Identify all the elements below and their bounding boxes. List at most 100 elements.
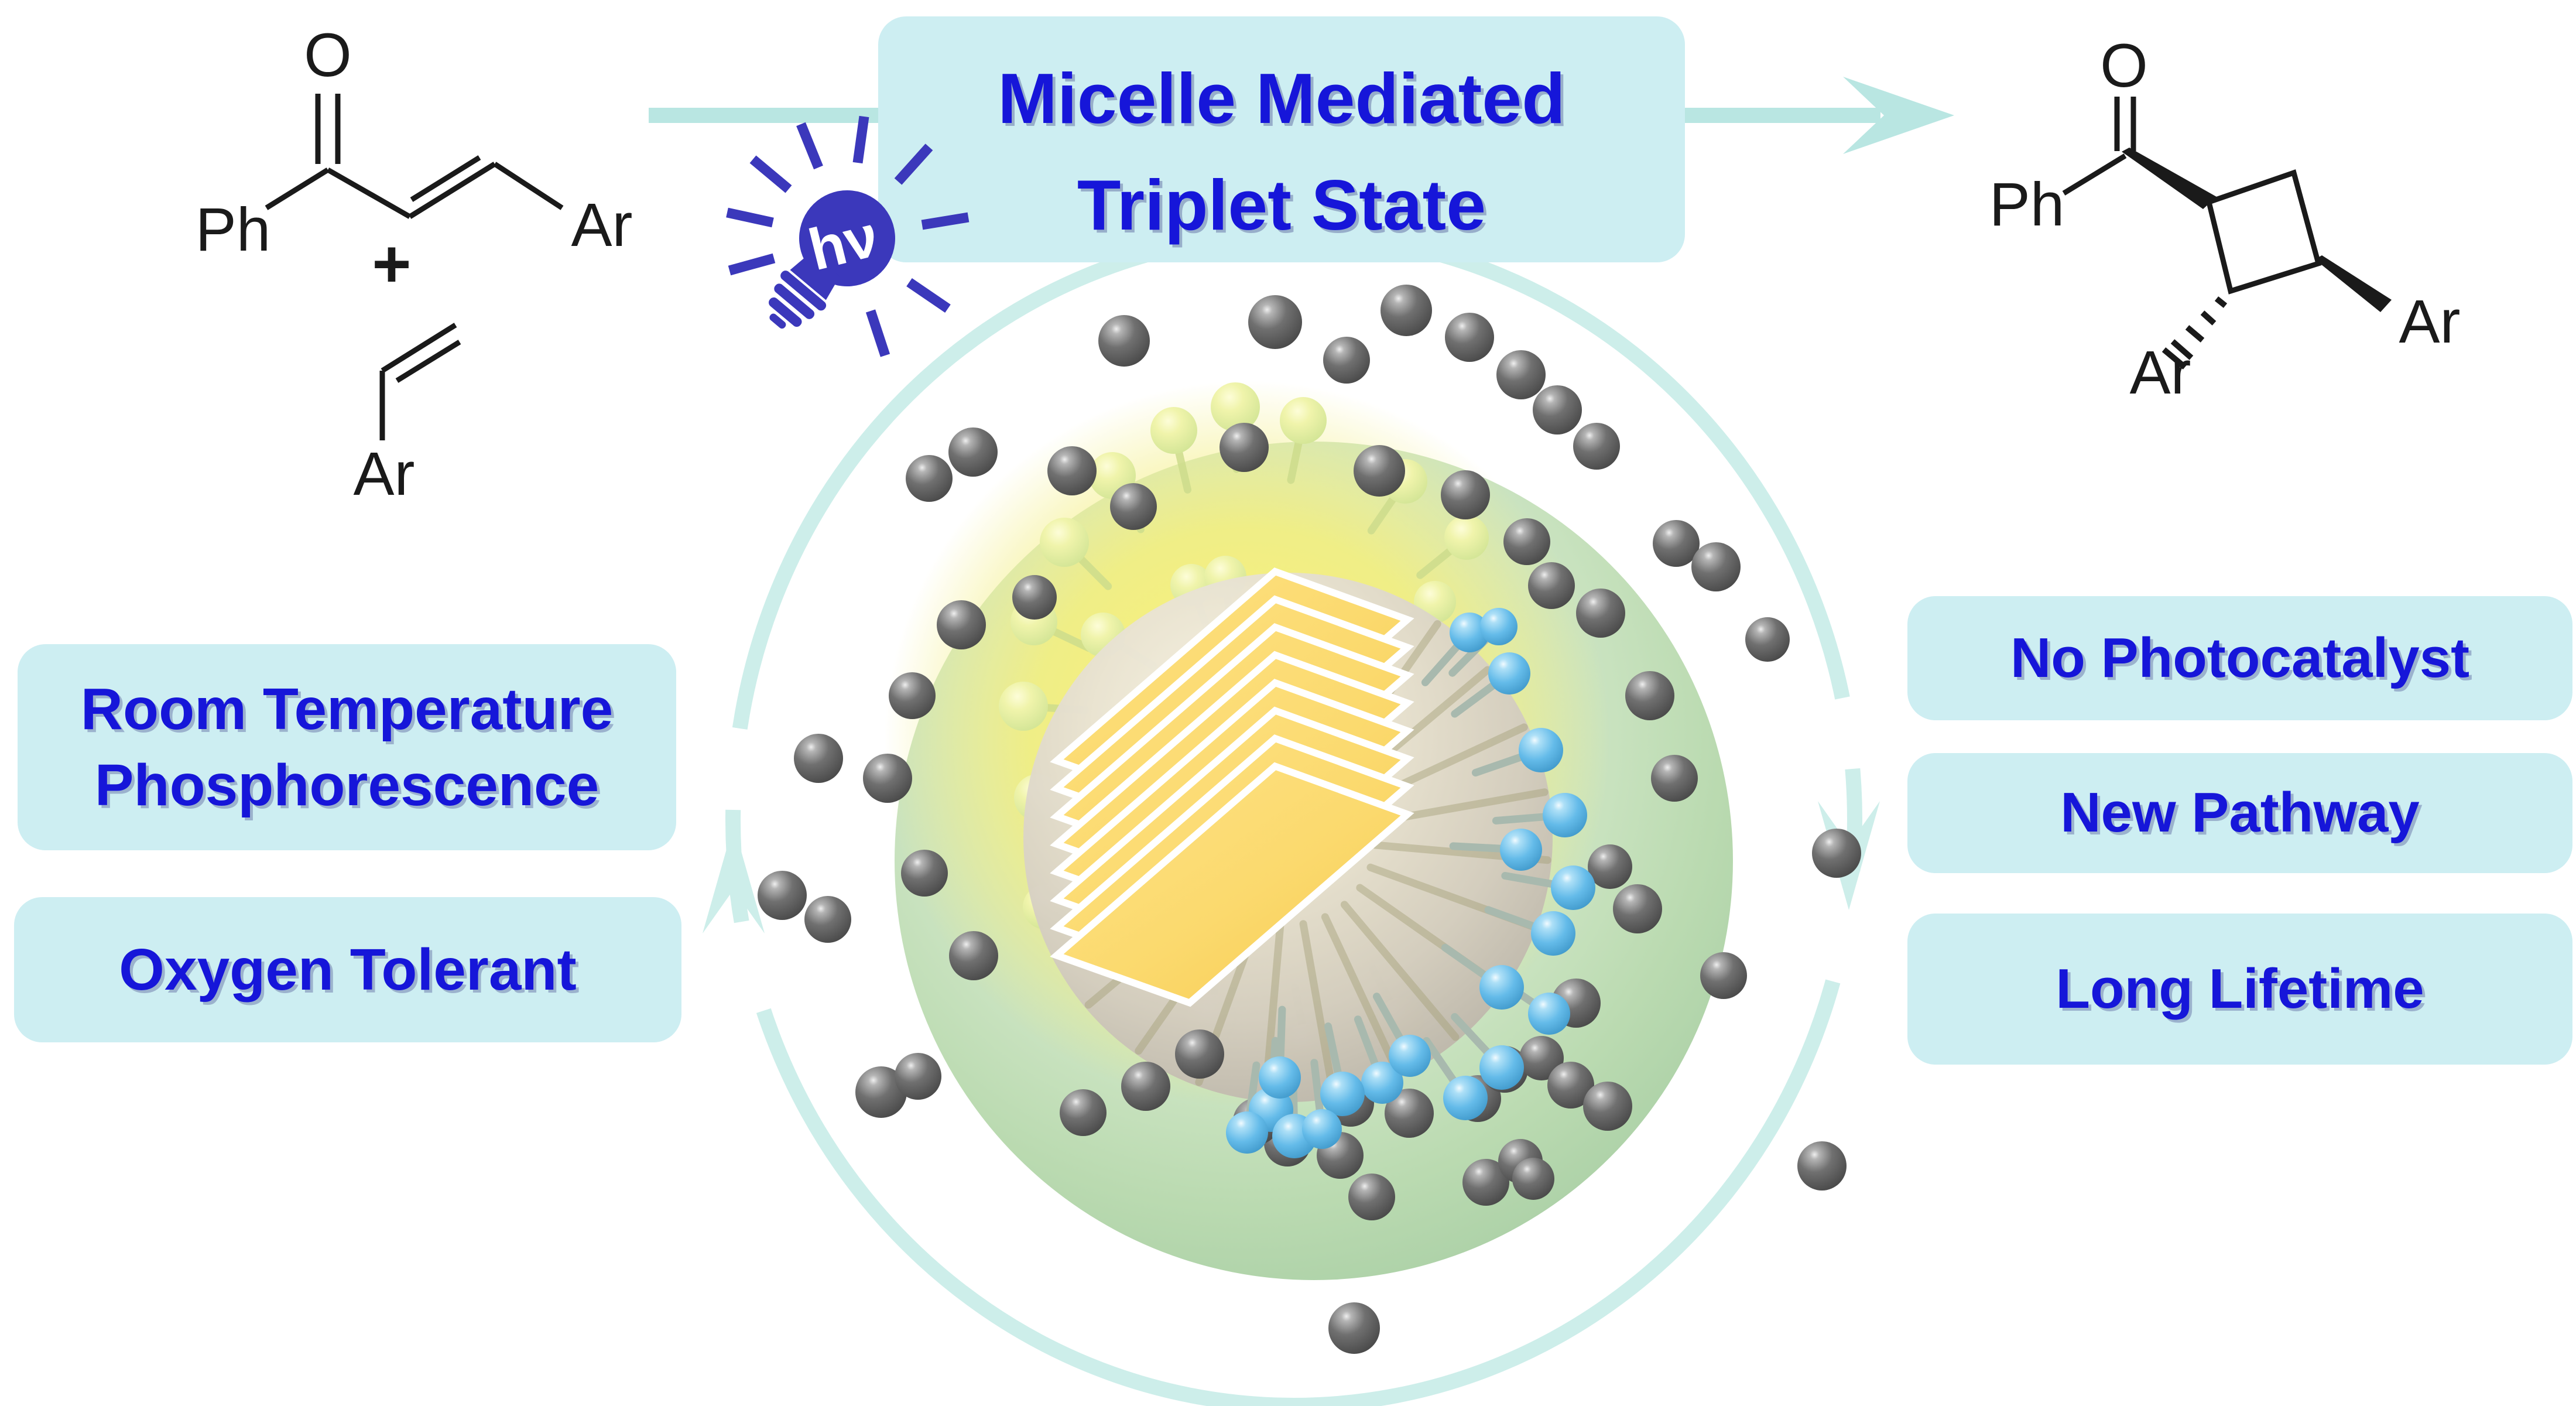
light-rays [726, 115, 970, 357]
gray-bead [804, 896, 851, 943]
blue-head-stem [1310, 1059, 1324, 1117]
feature-label: Room Temperature Phosphorescence [80, 676, 614, 818]
blue-bead [1389, 1035, 1431, 1077]
plus-sign: + [372, 227, 411, 302]
blue-bead [1500, 829, 1542, 871]
reaction-arrowhead [1843, 77, 1954, 154]
cycle-arrowhead-up [703, 825, 765, 933]
blue-bead [1320, 1072, 1365, 1116]
surfactant-tail [1340, 901, 1460, 1041]
blue-bead [1488, 652, 1530, 695]
gray-bead [1653, 520, 1700, 567]
yellow-green-head [1211, 382, 1260, 432]
surfactant-head-stem [1416, 545, 1456, 579]
gray-bead [1248, 295, 1302, 349]
blue-bead [1302, 1109, 1342, 1149]
light-bulb-icon: hν [726, 115, 970, 357]
gray-bead [906, 455, 953, 502]
feature-label: Oxygen Tolerant [119, 937, 577, 1003]
blue-bead [1479, 1045, 1524, 1090]
gray-bead [1573, 423, 1620, 470]
blue-head-stem [1492, 813, 1550, 825]
gray-bead [1625, 671, 1674, 720]
gray-bead [1441, 470, 1490, 519]
product-structure: O Ph Ar Ar [1989, 32, 2461, 407]
title-line-1: Micelle Mediated [998, 59, 1566, 138]
blue-bead [1479, 965, 1524, 1010]
gray-bead [1797, 1141, 1847, 1191]
gray-bead [855, 1066, 907, 1118]
feature-label: New Pathway [2060, 781, 2420, 844]
bold-wedge-aryl [2315, 255, 2392, 312]
gray-bead [1047, 446, 1097, 495]
blue-head-stem [1451, 680, 1499, 718]
blue-head-stem [1276, 1005, 1286, 1064]
ring-gap [1824, 694, 1871, 771]
product-aryl-right-label: Ar [2399, 288, 2461, 356]
blue-beads [1226, 608, 1595, 1158]
feature-label: Long Lifetime [2056, 957, 2424, 1020]
gray-bead [1354, 445, 1405, 497]
gray-bead [1220, 423, 1269, 472]
cyclobutane-ring [2205, 169, 2322, 295]
surfactant-head-stem [1048, 627, 1093, 652]
surfactant-head-stem [1174, 446, 1192, 494]
gray-bead [1175, 1029, 1224, 1079]
surfactant-head-stem [1367, 492, 1399, 535]
surfactant-head-stem [1075, 553, 1112, 590]
gray-beads [758, 285, 1861, 1354]
yellow-green-head [1150, 407, 1197, 454]
blue-bead [1519, 728, 1563, 772]
blue-bead [1543, 793, 1587, 837]
gray-bead [1588, 844, 1632, 889]
feature-label: No Photocatalyst [2010, 626, 2470, 689]
gray-bead [1098, 315, 1150, 367]
blue-head-stem [1451, 1013, 1493, 1058]
blue-head-stem [1501, 871, 1558, 888]
gray-bead [1512, 1158, 1554, 1200]
blue-head-stem [1354, 1015, 1380, 1070]
product-phenyl-label: Ph [1989, 170, 2064, 239]
gray-bead [889, 672, 936, 719]
gray-bead [758, 871, 807, 920]
gray-bead [1012, 575, 1057, 620]
feature-box-long-lifetime: Long Lifetime [1907, 914, 2572, 1065]
gray-bead [1812, 829, 1861, 878]
gray-bead [901, 850, 948, 897]
yellow-green-head [1444, 515, 1489, 560]
micelle-illustration [758, 285, 1861, 1354]
blue-bead [1480, 608, 1517, 645]
gray-bead [1700, 952, 1747, 999]
chalcone-oxygen-label: O [304, 21, 352, 90]
yellow-green-head [999, 682, 1048, 731]
gray-bead [1462, 1159, 1509, 1206]
gray-bead [794, 734, 843, 783]
gray-bead [937, 600, 986, 649]
feature-box-new-pathway: New Pathway [1907, 753, 2572, 873]
title-banner: Micelle Mediated Triplet State [878, 16, 1685, 262]
gray-bead [1613, 884, 1662, 933]
gray-bead [1121, 1062, 1170, 1111]
gray-bead [1583, 1082, 1632, 1131]
surfactant-tail [1299, 920, 1337, 1098]
title-line-2: Triplet State [1077, 165, 1486, 245]
gray-bead [1496, 350, 1546, 399]
gray-bead [1528, 562, 1575, 609]
gray-bead [1385, 1089, 1434, 1138]
gray-bead [1533, 385, 1582, 435]
blue-head-stem [1471, 752, 1527, 776]
gray-bead [1110, 483, 1157, 530]
gray-bead [1576, 589, 1625, 638]
feature-box-oxygen-tolerant: Oxygen Tolerant [14, 897, 681, 1042]
blue-head-stem [1484, 906, 1540, 931]
yellow-green-head [1280, 397, 1327, 444]
bold-wedge-benzoyl [2122, 148, 2217, 209]
feature-box-no-photocatalyst: No Photocatalyst [1907, 596, 2572, 720]
blue-head-stem [1421, 641, 1462, 686]
blue-bead [1361, 1062, 1403, 1104]
gray-bead [1503, 518, 1550, 565]
ring-gap [714, 726, 759, 810]
blue-head-stem [1449, 842, 1508, 853]
